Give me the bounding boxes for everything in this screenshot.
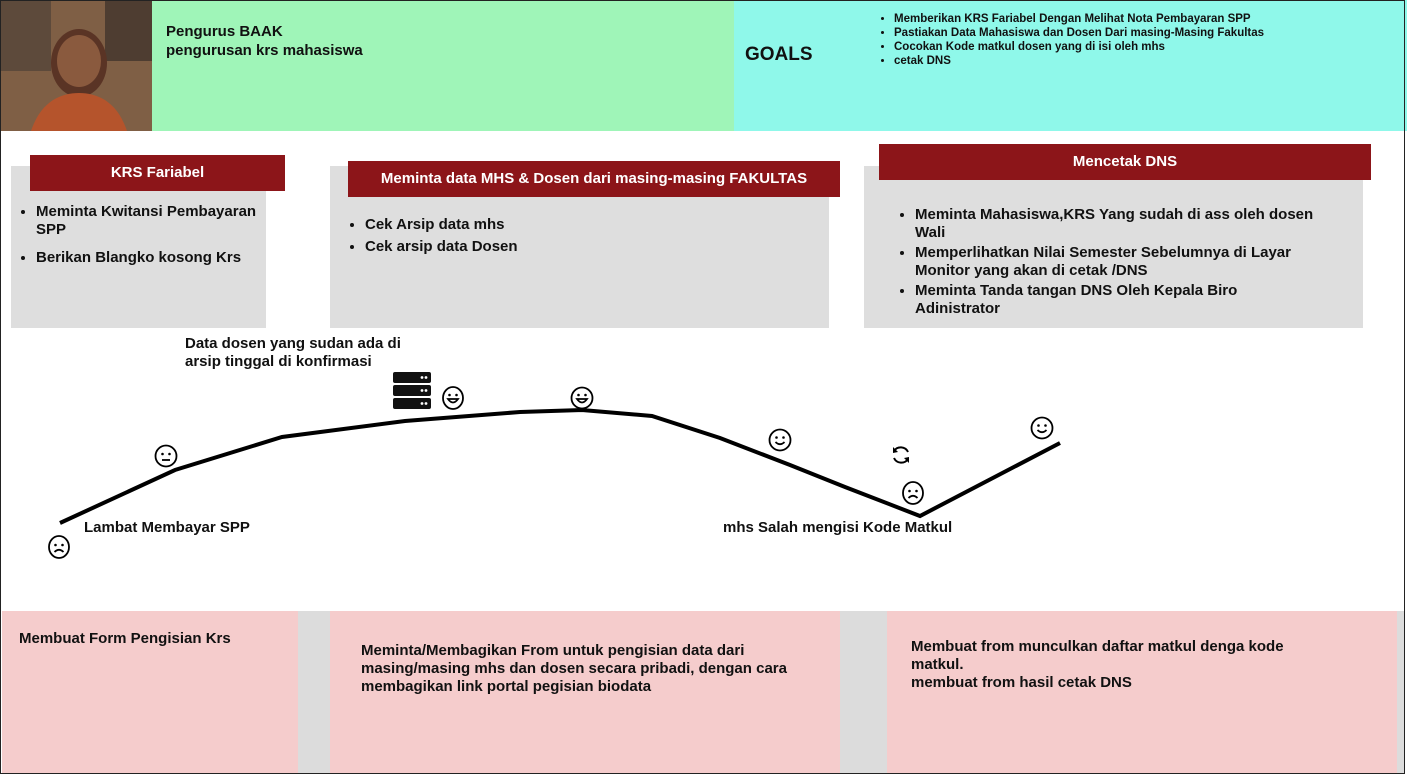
stage-list-dns: Meminta Mahasiswa,KRS Yang sudah di ass … — [899, 206, 1325, 328]
goal-item: cetak DNS — [894, 54, 1264, 68]
stage-item: Meminta Kwitansi Pembayaran SPP — [36, 203, 266, 239]
journey-note: Data dosen yang sudan ada di arsip tingg… — [185, 335, 401, 370]
person-photo-icon — [1, 1, 152, 131]
smile-face-icon — [768, 428, 792, 452]
sad-face-icon — [902, 481, 924, 505]
goals-band — [734, 0, 1407, 131]
neutral-face-icon — [154, 444, 178, 468]
opportunity-gap — [840, 611, 887, 774]
goals-title: GOALS — [745, 44, 813, 65]
opportunity-gap — [1397, 611, 1405, 774]
goal-item: Cocokan Kode matkul dosen yang di isi ol… — [894, 40, 1264, 54]
smile-face-icon — [1030, 416, 1054, 440]
opportunity-box — [887, 611, 1397, 774]
stage-header-dns: Mencetak DNS — [879, 144, 1371, 180]
persona-band — [152, 0, 734, 131]
happy-face-icon — [442, 386, 464, 410]
stage-item: Cek arsip data Dosen — [365, 238, 825, 256]
stage-list-data: Cek Arsip data mhs Cek arsip data Dosen — [349, 216, 825, 266]
persona-role-line: Pengurus BAAK — [166, 23, 283, 40]
stage-list-krs: Meminta Kwitansi Pembayaran SPP Berikan … — [20, 203, 266, 277]
journey-label-right: mhs Salah mengisi Kode Matkul — [723, 519, 953, 536]
persona-role: Pengurus BAAK pengurusan krs mahasiswa — [166, 22, 363, 60]
stage-item: Meminta Mahasiswa,KRS Yang sudah di ass … — [915, 206, 1325, 242]
refresh-icon — [893, 446, 909, 464]
stage-card-dns — [864, 166, 1363, 328]
stage-item: Cek Arsip data mhs — [365, 216, 825, 234]
persona-role-line: pengurusan krs mahasiswa — [166, 42, 363, 59]
journey-label-left: Lambat Membayar SPP — [84, 519, 250, 536]
persona-photo — [1, 1, 152, 131]
sad-face-icon — [48, 535, 70, 559]
happy-face-icon — [570, 386, 594, 410]
goal-item: Memberikan KRS Fariabel Dengan Melihat N… — [894, 12, 1264, 26]
stage-item: Memperlihatkan Nilai Semester Sebelumnya… — [915, 244, 1325, 280]
opportunity-box — [330, 611, 840, 774]
stage-header-krs: KRS Fariabel — [30, 155, 285, 191]
stage-card-krs — [11, 166, 266, 328]
stage-header-data: Meminta data MHS & Dosen dari masing-mas… — [348, 161, 840, 197]
server-icon — [393, 372, 431, 409]
opportunity-text: Meminta/Membagikan From untuk pengisian … — [361, 642, 787, 695]
opportunity-text: Membuat Form Pengisian Krs — [19, 630, 231, 647]
opportunity-text: Membuat from munculkan daftar matkul den… — [911, 638, 1284, 691]
opportunity-box — [2, 611, 298, 774]
goals-list: Memberikan KRS Fariabel Dengan Melihat N… — [880, 12, 1264, 68]
stage-item: Meminta Tanda tangan DNS Oleh Kepala Bir… — [915, 282, 1325, 318]
opportunity-gap — [298, 611, 330, 774]
goal-item: Pastiakan Data Mahasiswa dan Dosen Dari … — [894, 26, 1264, 40]
stage-item: Berikan Blangko kosong Krs — [36, 249, 266, 267]
